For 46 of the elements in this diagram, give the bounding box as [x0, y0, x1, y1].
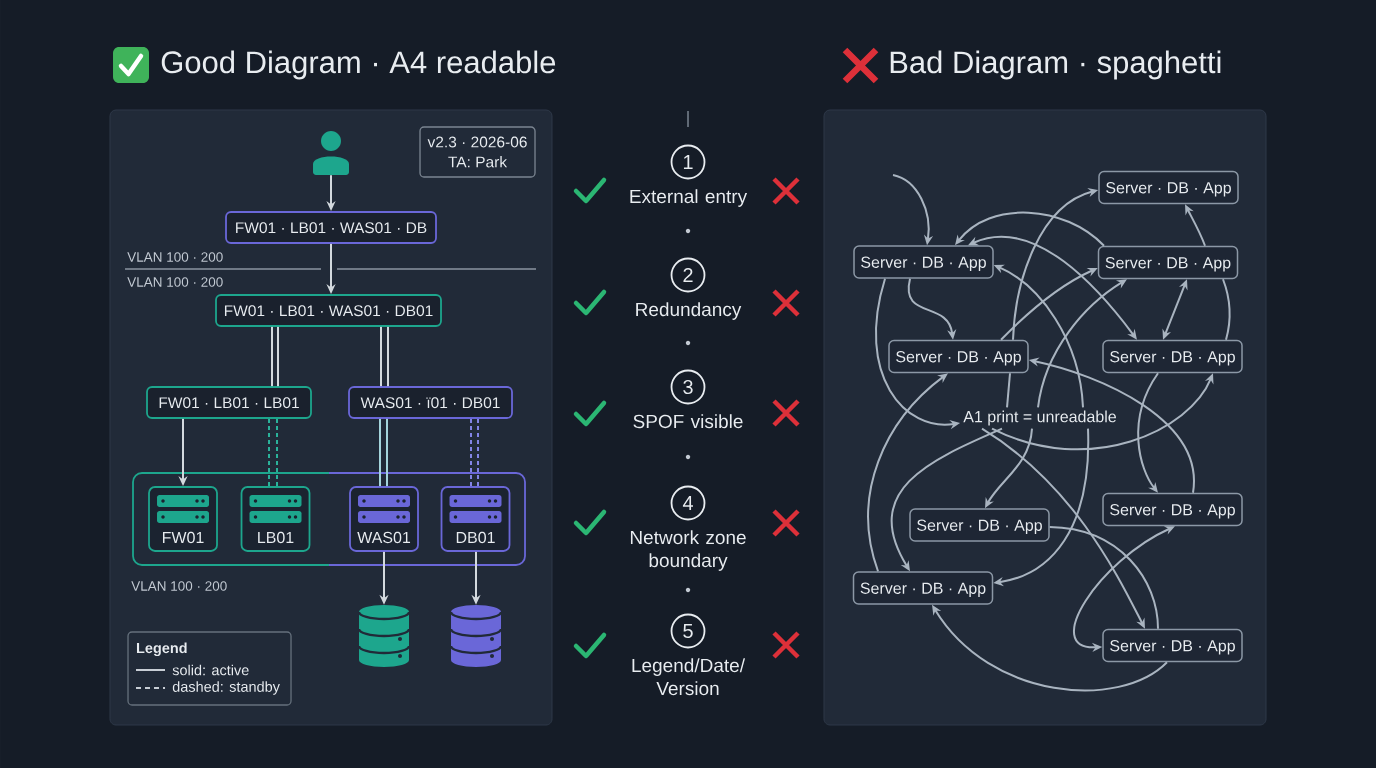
server-box: Server · DB · App — [1102, 628, 1243, 663]
step-label: Legend/Date/ Version — [632, 658, 745, 696]
server-box: Server · DB · App — [1098, 170, 1239, 205]
server-box: Server · DB · App — [1097, 245, 1239, 280]
dashed-line — [268, 417, 270, 488]
server-box: Server · DB · App — [1102, 492, 1243, 527]
arrow — [867, 373, 948, 573]
connector-line — [1006, 372, 1011, 409]
step-label: Redundancy — [636, 302, 742, 320]
panel-heading: Good Diagram · A4 readable — [161, 50, 556, 80]
connector-line — [277, 325, 279, 388]
connector-line — [387, 325, 389, 388]
connector-line — [386, 417, 388, 488]
server-box: Server · DB · App — [1102, 339, 1243, 374]
arrow — [955, 211, 1105, 247]
dashed-line — [276, 417, 278, 488]
legend-entry: solid: active — [172, 664, 249, 676]
step-label: SPOF visible — [633, 414, 743, 429]
connector-line — [379, 417, 381, 488]
note-text: A1 print = unreadable — [963, 410, 1116, 426]
arrow — [1037, 279, 1127, 409]
dashed-line — [477, 417, 479, 488]
connector-line — [1222, 278, 1231, 341]
component-box: WAS01 · ï01 · DB01 — [348, 386, 513, 419]
database-icon — [449, 605, 503, 667]
connector-line — [380, 325, 382, 388]
version-box: v2.3 · 2026-06 TA: Park — [419, 126, 536, 178]
connector-line — [1048, 526, 1159, 630]
component-box: FW01 · LB01 · WAS01 · DB — [225, 211, 437, 244]
server-box: Server · DB · App — [888, 339, 1029, 374]
panel-heading: Bad Diagram · spaghetti — [890, 50, 1221, 80]
connector-line — [271, 325, 273, 388]
vlan-label: VLAN 100 · 200 — [127, 277, 223, 287]
server-box: Server · DB · App — [909, 508, 1050, 542]
zone-label: VLAN 100 · 200 — [131, 581, 227, 591]
legend-entry: dashed: standby — [172, 681, 280, 695]
server-box: Server · DB · App — [853, 245, 994, 279]
person-icon — [313, 131, 349, 175]
dashed-line — [470, 417, 472, 488]
component-box: FW01 · LB01 · WAS01 · DB01 — [215, 294, 442, 327]
component-box: FW01 · LB01 · LB01 — [146, 386, 312, 419]
server-box: Server · DB · App — [852, 571, 994, 605]
step-label: Network zone boundary — [630, 530, 746, 571]
database-icon — [357, 605, 411, 667]
vlan-label: VLAN 100 · 200 — [127, 252, 223, 262]
step-label: External entry — [630, 189, 748, 207]
